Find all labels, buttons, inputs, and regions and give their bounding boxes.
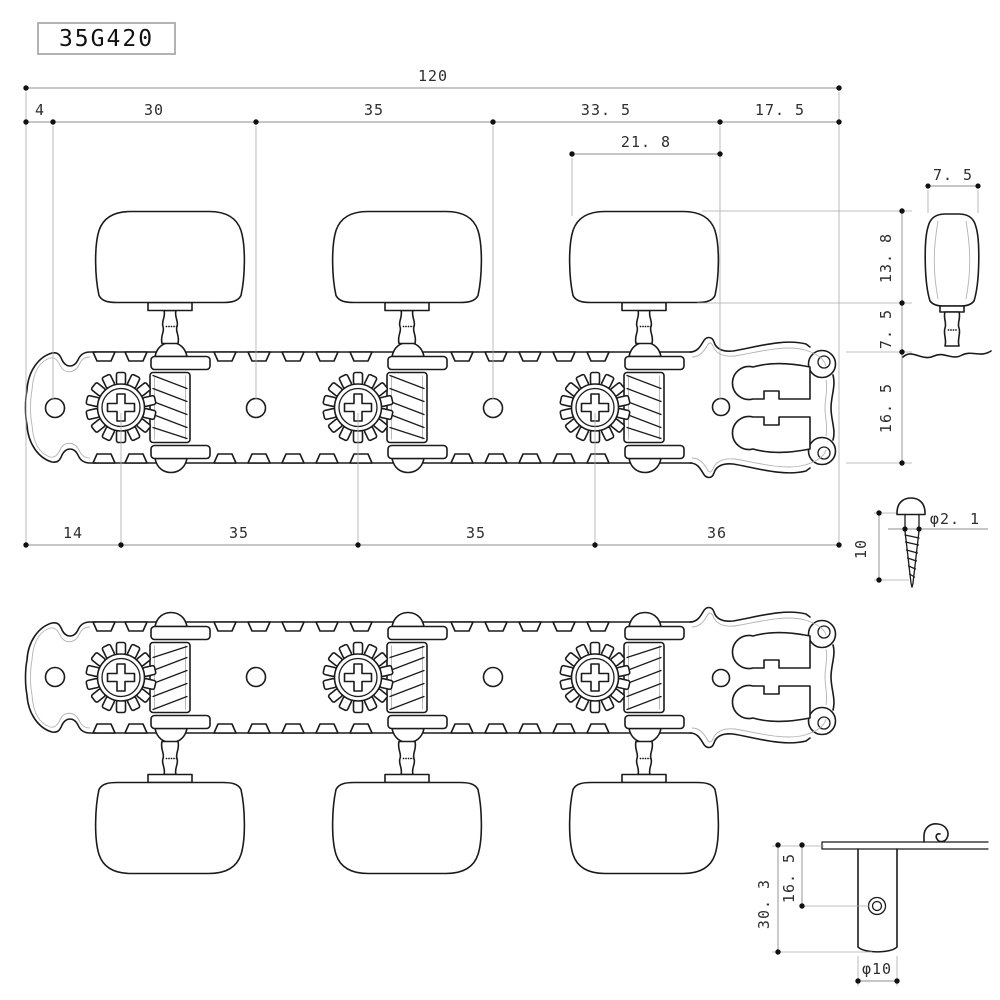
dim-post-pitch-a: 35 [229,524,249,542]
lyre-curl-top [807,349,837,379]
phillips-screw-head [106,393,136,422]
plate-notches [92,351,610,464]
dim-screw-length: 10 [852,539,870,559]
plan-view-assembly [24,210,837,479]
stem-knurl [165,325,178,328]
screw-detail: φ2. 1 10 [852,497,988,588]
tuner-station [322,210,483,474]
dim-post-diameter: φ10 [862,960,892,978]
lyre-cutout-bottom [731,415,811,454]
top-dimensions: 120 4 30 35 33. 5 17. 5 21. 8 [23,67,842,545]
dim-post-pitch-b: 35 [466,524,486,542]
dim-knob-length: 21. 8 [621,133,671,151]
break-line [902,350,992,359]
mirrored-view-assembly [26,608,836,874]
shaft-dome-top [154,341,188,358]
title-box [37,22,176,55]
dim-post-hole-offset: 16. 5 [780,853,798,903]
dim-spacing-a: 30 [144,101,164,119]
title-badge: 35G420 [37,22,176,55]
dim-post-edge-offset: 14 [63,524,83,542]
shaft-dome-bottom [154,457,188,474]
string-post [857,848,898,953]
mount-hole-4 [711,397,731,417]
dim-knob-height: 13. 8 [877,233,895,283]
plate-side-view [821,841,989,850]
knob-side-detail [902,213,992,359]
knob-flange [147,301,193,312]
dim-stem-height: 7. 5 [877,309,895,349]
shaft-collar-top [150,355,211,371]
dim-left-offset: 4 [35,101,45,119]
knob-side-stem [943,311,961,347]
knob-side-profile [924,213,980,307]
string-hole-inner [871,900,883,912]
dim-post-right-offset: 36 [707,524,727,542]
tuner-station [85,210,246,474]
mount-hole-3 [482,397,504,419]
screw-threads [904,534,920,578]
shaft-collar-bottom [150,444,211,460]
screw-head [896,497,926,516]
part-number: 35G420 [59,26,154,52]
dim-plate-width: 16. 5 [877,383,895,433]
mount-hole-1 [44,397,66,419]
dim-button-width: 7. 5 [933,166,973,184]
dim-screw-diameter: φ2. 1 [930,510,980,528]
dim-spacing-b: 35 [364,101,384,119]
mount-hole-2 [245,397,267,419]
bottom-dimensions: 14 35 35 36 [23,413,842,548]
lyre-cutout-top [731,362,811,401]
plate-left-end [24,351,97,464]
lyre-hook-side [923,823,949,843]
dim-spacing-d: 17. 5 [755,101,805,119]
tuner-station [559,210,720,474]
string-hole-outer [867,896,887,916]
dim-total-length: 120 [418,67,448,85]
tuning-knob [94,210,246,304]
dim-post-overall: 30. 3 [755,879,773,929]
dim-spacing-c: 33. 5 [581,101,631,119]
lyre-curl-bottom [807,436,837,466]
right-dimensions: 13. 8 7. 5 16. 5 7. 5 [697,166,981,466]
knob-side-flange [939,305,965,313]
string-post-detail: 30. 3 16. 5 φ10 [755,823,989,986]
plate-lyre-end [689,336,837,479]
